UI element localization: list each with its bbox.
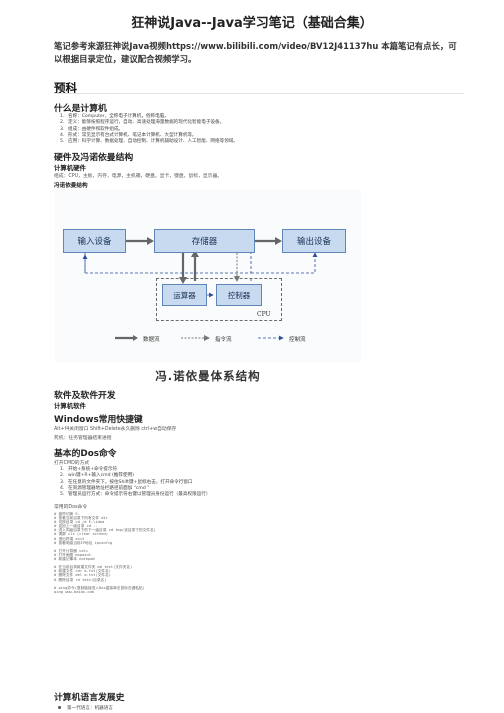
control-flow-line [84, 253, 252, 274]
shortcuts-line-2: 死机：任务管理器结束进程 [54, 436, 112, 441]
shortcuts-heading: Windows常用快捷键 [54, 415, 143, 425]
code-line: # 打开画图 mspaint [54, 552, 91, 557]
cpu-frame [156, 278, 282, 321]
history-bullet-item: 第一代语言：机器语言 [58, 705, 113, 711]
computer-definition-list: 1.名称：Computer，全称电子计算机，俗称电脑。 2.定义：能够按照程序运… [60, 114, 238, 145]
dos-open-list: 1.开始+系统+命令提示符 2.win键+R+输入cmd (推荐使用) 3.在任… [60, 467, 210, 498]
code-line: # 查看当前目录下所有文件 dir [54, 516, 108, 521]
code-line: # 退出终端 exit [54, 536, 85, 541]
code-line: # 新建记事本 notepad [54, 557, 95, 562]
shortcuts-line-1: Alt+f4关闭窗口 Shift+Delete永久删除 ctrl+w自动保存 [54, 427, 177, 432]
list-item: 2.定义：能够按照程序运行，自动、高速处理海量数据的现代化智能电子设备。 [60, 120, 225, 126]
hardware-components-text: 组成：CPU，主板，内存，电源，主机箱，硬盘，显卡，键盘，鼠标，显示器。 [54, 174, 223, 179]
section-preface-heading: 预科 [54, 81, 77, 95]
code-line: # 打开计算器 calc [54, 548, 88, 553]
code-line: # 删除文件 del a.txt(文件名) [54, 573, 111, 578]
code-line: # 盘符切换 E: [54, 512, 80, 516]
list-item: 3.组成：由硬件和软件组成。 [60, 126, 124, 132]
code-line: # 删除目录 rd test(目录名) [54, 577, 107, 582]
arrowhead [191, 250, 199, 257]
software-subheading: 计算机软件 [54, 402, 86, 410]
page-title: 狂神说Java--Java学习笔记（基础合集） [131, 16, 373, 31]
controller-box: 控制器 [216, 284, 262, 306]
arrowhead [133, 335, 138, 341]
list-item: 4.在资源管理器地址栏路径前面加 "cmd " [60, 485, 150, 491]
dos-heading: 基本的Dos命令 [54, 449, 117, 459]
hardware-heading: 硬件及冯诺依曼结构 [54, 153, 134, 163]
von-neumann-heading: 冯诺依曼结构 [54, 183, 88, 189]
alu-box: 运算器 [162, 284, 207, 306]
computer-heading: 什么是计算机 [54, 104, 107, 114]
memory-box: 存储器 [154, 229, 255, 253]
intro-paragraph: 笔记参考来源狂神说Java视频https://www.bilibili.com/… [54, 41, 457, 64]
list-item: 1.名称：Computer，全称电子计算机，俗称电脑。 [60, 114, 169, 119]
list-item: 5.应用：科学计算、数据处理、自动控制、计算机辅助设计、人工智能、网络等领域。 [60, 139, 238, 145]
output-device-box: 输出设备 [282, 229, 346, 253]
software-heading: 软件及软件开发 [54, 391, 116, 401]
legend-control-flow-label: 控制流 [289, 337, 306, 343]
diagram-caption: 冯.诺依曼体系结构 [155, 369, 261, 383]
code-line: ping www.baidu.com [54, 589, 94, 594]
code-line: # 清屏 cls (clear screen) [54, 532, 108, 537]
heading-divider [54, 93, 464, 94]
bullet-dot [58, 706, 61, 709]
code-line: # 新建文件 cd> a.txt(文件名) [54, 569, 111, 574]
code-line: # 返回上一级目录 cd .. [54, 524, 98, 529]
cpu-label: CPU [257, 311, 271, 318]
dos-open-subheading: 打开CMD的方式 [54, 461, 90, 466]
arrowhead [147, 237, 154, 245]
input-device-box: 输入设备 [63, 229, 126, 253]
list-item: 1.开始+系统+命令提示符 [60, 467, 118, 472]
control-flow-line [251, 252, 318, 274]
code-line: # 进入同级目录下的下一级目录 cd tmp(该目录下的文件名) [54, 528, 156, 533]
code-line: # 切换目录 cd /d E:\idea [54, 520, 105, 525]
history-heading: 计算机语言发展史 [54, 693, 125, 703]
list-item: 4.形式：常见显示有台式计算机、笔记本计算机、大型计算机等。 [60, 132, 197, 138]
diagram-arrows [82, 237, 318, 341]
code-line: # ping命令(复制链接进入Dos直接单击鼠标右键粘贴) [54, 585, 145, 590]
list-item: 5.管理员运行方式：命令提示符右键以管理员身份运行（最高权限运行） [60, 492, 211, 498]
arrowhead [275, 237, 282, 245]
dos-common-label: 常用的Dos命令 [54, 505, 88, 510]
legend-data-flow-label: 数据流 [143, 337, 160, 343]
von-neumann-diagram: 输入设备 存储器 输出设备 运算器 控制器 CPU 数据流 指令流 控制流 [55, 189, 361, 363]
list-item: 3.在任意的文件夹下，按住Shift键+鼠标右击，打开命令行窗口 [60, 479, 193, 485]
legend-instruction-flow-label: 指令流 [215, 337, 232, 343]
code-line: # 查看电脑当前IP地址 ipconfig [54, 540, 113, 545]
dos-code-block: # 盘符切换 E: # 查看当前目录下所有文件 dir # 切换目录 cd /d… [54, 512, 156, 594]
code-line: # 在当前目录新建文件夹 md test(文件夹名) [54, 565, 133, 570]
hardware-subheading: 计算机硬件 [54, 164, 86, 172]
list-item: 2.win键+R+输入cmd (推荐使用) [60, 473, 134, 479]
